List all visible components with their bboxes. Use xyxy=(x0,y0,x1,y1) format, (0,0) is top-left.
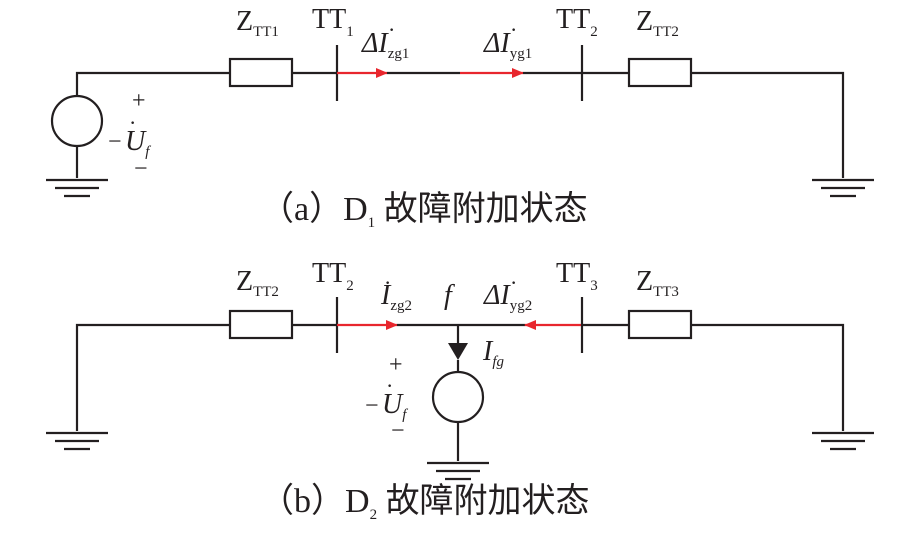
wire-b-left xyxy=(75,323,230,431)
voltage-source-a xyxy=(50,94,104,148)
label-tt1: TT1 xyxy=(312,4,354,40)
label-z-tt2: ZTT2 xyxy=(636,6,679,40)
ground-icon xyxy=(812,431,874,451)
wire-a-right xyxy=(691,71,845,178)
label-current-yg2: ΔIyg2 xyxy=(483,280,532,314)
voltage-source-b xyxy=(431,370,485,424)
label-source-voltage: Uf xyxy=(125,126,151,160)
dot-accent: · xyxy=(386,373,393,398)
wire-b-right xyxy=(691,323,845,431)
label-current-zg2: Izg2 xyxy=(380,280,412,314)
ground-icon xyxy=(427,461,489,481)
label-tt2: TT2 xyxy=(556,4,598,40)
source-minus-sign: − xyxy=(108,129,122,155)
ground-icon xyxy=(812,178,874,198)
source-plus-sign: + xyxy=(389,352,403,378)
dot-accent: · xyxy=(384,270,391,295)
fault-current-arrow-icon xyxy=(448,343,468,360)
caption-a: （a）D1 故障附加状态 xyxy=(260,190,588,231)
ground-icon xyxy=(46,178,108,198)
wire-a-left xyxy=(75,71,230,96)
dot-accent: · xyxy=(510,270,517,295)
caption-b: （b）D2 故障附加状态 xyxy=(260,482,590,523)
impedance-z-tt2 xyxy=(627,57,693,88)
label-tt2: TT2 xyxy=(312,258,354,294)
impedance-z-tt2 xyxy=(228,309,294,340)
label-z-tt1: ZTT1 xyxy=(236,6,279,40)
label-tt3: TT3 xyxy=(556,258,598,294)
label-fault-point: f xyxy=(444,280,455,311)
source-minus-sign: − xyxy=(134,156,148,182)
diagram-b: ZTT2 TT2 · Izg2 f · ΔIyg2 TT3 ZTT3 Ifg +… xyxy=(46,258,874,523)
dot-accent: · xyxy=(388,17,395,42)
label-source-voltage: Uf xyxy=(382,389,408,423)
source-minus-sign: − xyxy=(365,393,379,419)
label-current-yg1: ΔIyg1 xyxy=(483,28,532,62)
ground-icon xyxy=(46,431,108,451)
dot-accent: · xyxy=(510,17,517,42)
source-plus-sign: + xyxy=(132,88,146,114)
impedance-z-tt1 xyxy=(228,57,294,88)
diagram-a: ZTT1 TT1 · ΔIzg1 · ΔIyg1 TT2 ZTT2 + − · … xyxy=(46,4,874,231)
impedance-z-tt3 xyxy=(627,309,693,340)
source-minus-sign: − xyxy=(391,418,405,444)
label-fault-current: Ifg xyxy=(482,336,504,370)
label-current-zg1: ΔIzg1 xyxy=(361,28,409,62)
dot-accent: · xyxy=(129,110,136,135)
label-z-tt3: ZTT3 xyxy=(636,266,679,300)
label-z-tt2: ZTT2 xyxy=(236,266,279,300)
